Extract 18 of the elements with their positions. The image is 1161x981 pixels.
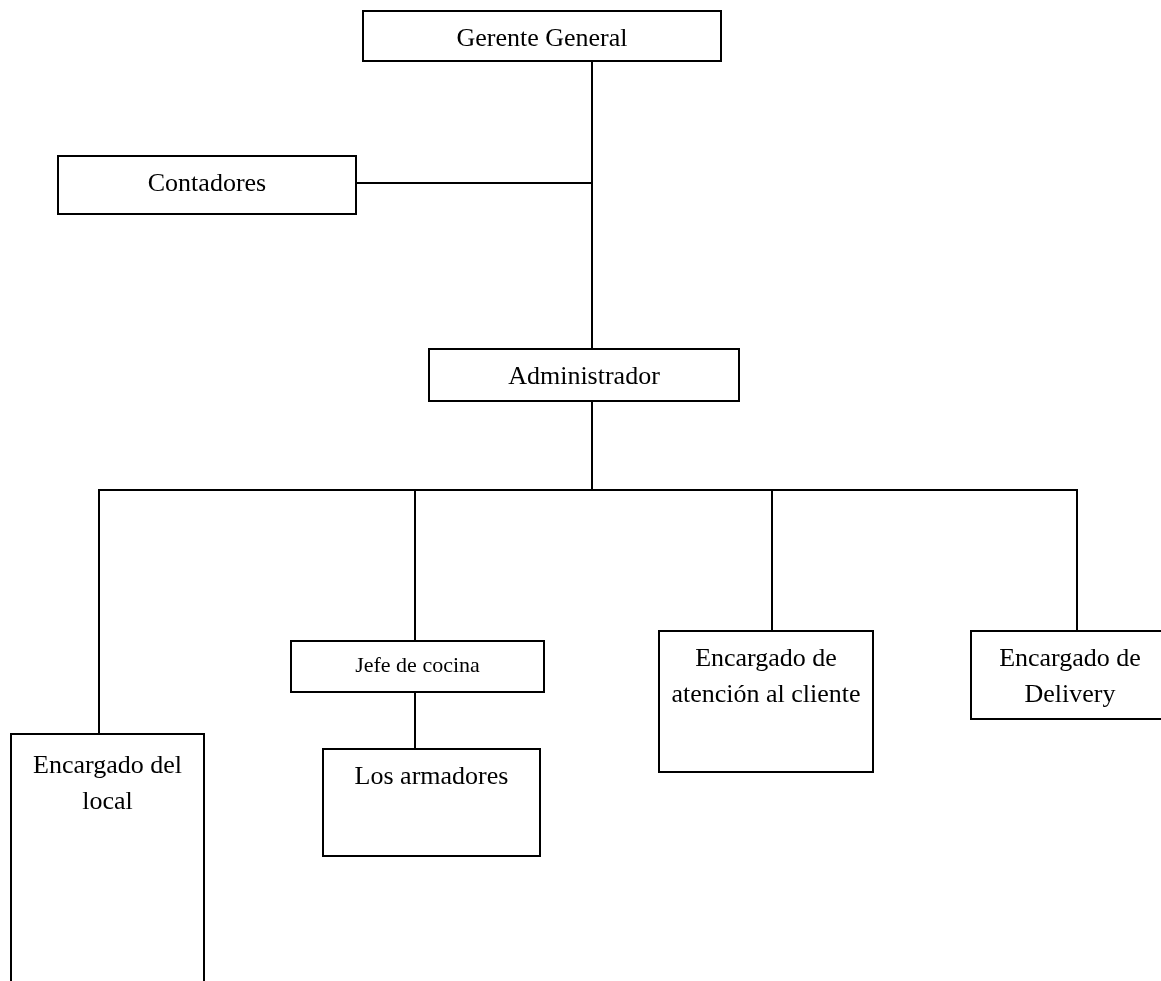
connector-line [414, 692, 416, 749]
box-label: Gerente General [456, 22, 628, 54]
org-box [970, 630, 1161, 720]
box-label: Encargado de Delivery [998, 642, 1142, 711]
box-label: Los armadores [354, 760, 509, 792]
org-box [10, 733, 205, 981]
box-label: Administrador [508, 360, 660, 392]
box-label: Jefe de cocina [355, 651, 480, 679]
org-box [290, 640, 545, 693]
org-box [57, 155, 357, 215]
box-label: Encargado del local [32, 749, 183, 818]
org-box [322, 748, 541, 857]
box-label: Contadores [147, 167, 267, 199]
box-label: Encargado de atención al cliente [670, 642, 862, 711]
connector-line [356, 61, 593, 184]
org-box [658, 630, 874, 773]
org-box [362, 10, 722, 62]
org-box [428, 348, 740, 402]
